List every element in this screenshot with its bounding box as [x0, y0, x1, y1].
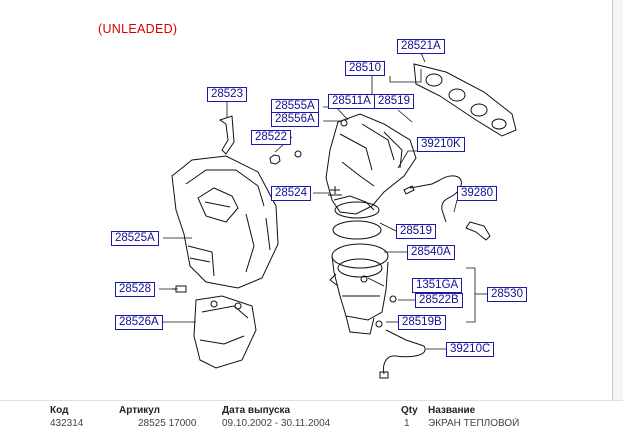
parts-table-header: Код Артикул Дата выпуска Qty Название — [0, 400, 623, 424]
callout-39210c[interactable]: 39210C — [446, 342, 495, 357]
callout-39280[interactable]: 39280 — [457, 186, 497, 201]
column-header-code[interactable]: Код — [50, 405, 69, 416]
callout-28528[interactable]: 28528 — [115, 282, 155, 297]
clip-39280 — [465, 221, 491, 241]
callout-39210k[interactable]: 39210K — [417, 137, 465, 152]
fasteners — [172, 119, 397, 328]
gasket-28521a — [413, 63, 517, 137]
column-header-release-date[interactable]: Дата выпуска — [222, 405, 291, 416]
callout-28519-top[interactable]: 28519 — [374, 94, 414, 109]
unleaded-note: (UNLEADED) — [98, 22, 178, 36]
exhaust-manifold-28511a — [325, 113, 417, 219]
leader-lines — [159, 52, 487, 350]
table-row[interactable]: 432314 28525 17000 09.10.2002 - 30.11.20… — [0, 418, 623, 426]
callout-28526a[interactable]: 28526A — [115, 315, 163, 330]
column-header-name[interactable]: Название — [428, 405, 476, 416]
callout-28555a[interactable]: 28555A — [271, 99, 319, 114]
cell-release-date: 09.10.2002 - 30.11.2004 — [222, 418, 331, 426]
column-header-qty[interactable]: Qty — [401, 405, 418, 416]
callout-1351ga[interactable]: 1351GA — [412, 278, 463, 293]
callout-28522[interactable]: 28522 — [251, 130, 291, 145]
callout-28540a[interactable]: 28540A — [407, 245, 455, 260]
bracket-28523 — [218, 115, 235, 155]
cell-name: ЭКРАН ТЕПЛОВОЙ — [428, 418, 520, 426]
callout-28510[interactable]: 28510 — [345, 61, 385, 76]
cell-article: 28525 17000 — [138, 418, 197, 426]
cell-qty: 1 — [404, 418, 410, 426]
callout-28524[interactable]: 28524 — [271, 186, 311, 201]
callout-28519b[interactable]: 28519B — [398, 315, 446, 330]
callout-28522b[interactable]: 28522B — [415, 293, 463, 308]
heat-shield-28525a — [171, 155, 279, 289]
cell-code: 432314 — [50, 418, 84, 426]
oxygen-sensor-39210k — [403, 175, 462, 223]
column-header-article[interactable]: Артикул — [119, 405, 161, 416]
callout-28523[interactable]: 28523 — [207, 87, 247, 102]
callout-28521a[interactable]: 28521A — [397, 39, 445, 54]
callout-28519-mid[interactable]: 28519 — [396, 224, 436, 239]
callout-28556a[interactable]: 28556A — [271, 112, 319, 127]
catalytic-converter — [329, 220, 389, 335]
heat-shield-28526a — [193, 295, 257, 369]
parts-diagram — [159, 52, 517, 379]
callout-28530[interactable]: 28530 — [487, 287, 527, 302]
callout-28525a[interactable]: 28525A — [111, 231, 159, 246]
vertical-scrollbar[interactable] — [612, 0, 623, 400]
callout-28511a[interactable]: 28511A — [328, 94, 375, 109]
oxygen-sensor-39210c — [379, 329, 426, 379]
